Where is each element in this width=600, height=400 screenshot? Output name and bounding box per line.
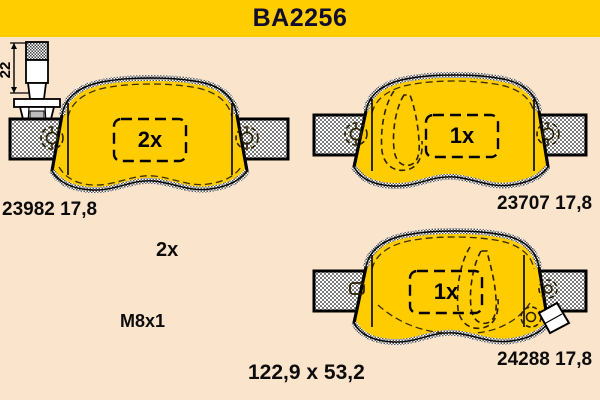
header-band: BA2256 (0, 0, 600, 37)
pad-3-bottom-edge-line (353, 322, 549, 343)
pad-3-wear-sensor-slot (469, 250, 498, 325)
pad-3-part-label: 24288 17,8 (497, 349, 593, 370)
pad-2-inner-dashed-contour (371, 80, 535, 114)
pad-2-top-edge-line (365, 74, 540, 112)
page-title: BA2256 (252, 4, 348, 32)
pad-1-top-edge-line (61, 77, 238, 116)
pad-2-right-locator-icon (536, 122, 560, 146)
pad-1-quantity-label: 2x (138, 127, 163, 152)
pad-3-wear-sensor-slot-outer (456, 246, 499, 330)
brake-pad-1-drawing: 2x (4, 75, 294, 205)
pad-2-bottom-edge-line (353, 166, 549, 187)
pad-3-inner-dashed-contour (371, 236, 535, 270)
bolt-thread-label: M8x1 (120, 311, 166, 331)
pad-1-right-locator-icon (235, 126, 259, 150)
pad-3-inner-diagonal-left (377, 304, 451, 334)
pad-2-part-label: 23707 17,8 (497, 193, 593, 214)
pad-3-right-locator-icon (538, 279, 558, 299)
pad-3-quantity-label: 1x (434, 279, 459, 304)
pad-1-quantity-box (112, 117, 188, 163)
pad-1-part-label: 23982 17,8 (2, 199, 98, 220)
overall-dimension-label: 122,9 x 53,2 (248, 361, 365, 384)
bolt-threaded-shaft (25, 41, 49, 61)
pad-1-left-locator-icon (40, 126, 64, 150)
pad-2-quantity-label: 1x (450, 123, 475, 148)
pad-3-wear-sensor-clip-line (543, 313, 563, 325)
pad-3-quantity-box (408, 269, 484, 315)
pad-3-top-edge-line (365, 230, 540, 268)
pad-2-quantity-box (424, 113, 500, 159)
bolt-length-label: 22 (0, 62, 14, 79)
pad-2-wear-sensor-slot-outer (380, 90, 423, 172)
pad-1-inner-dashed-contour-bottom (58, 166, 242, 186)
brake-pad-2-drawing: 1x (298, 72, 593, 205)
pad-2-wear-sensor-slot (392, 94, 421, 167)
pad-2-left-locator-icon (344, 122, 368, 146)
brake-pad-3-drawing: 1x (298, 227, 593, 367)
bolt-quantity-label: 2x (156, 239, 179, 261)
pad-1-bottom-edge-line (51, 170, 248, 191)
drawing-stage: 2x 23982 17,8 (0, 37, 600, 400)
pad-1-inner-dashed-contour (67, 83, 233, 118)
pad-3-left-locator-icon (349, 282, 365, 295)
bolt-drawing: 22 (0, 37, 600, 137)
